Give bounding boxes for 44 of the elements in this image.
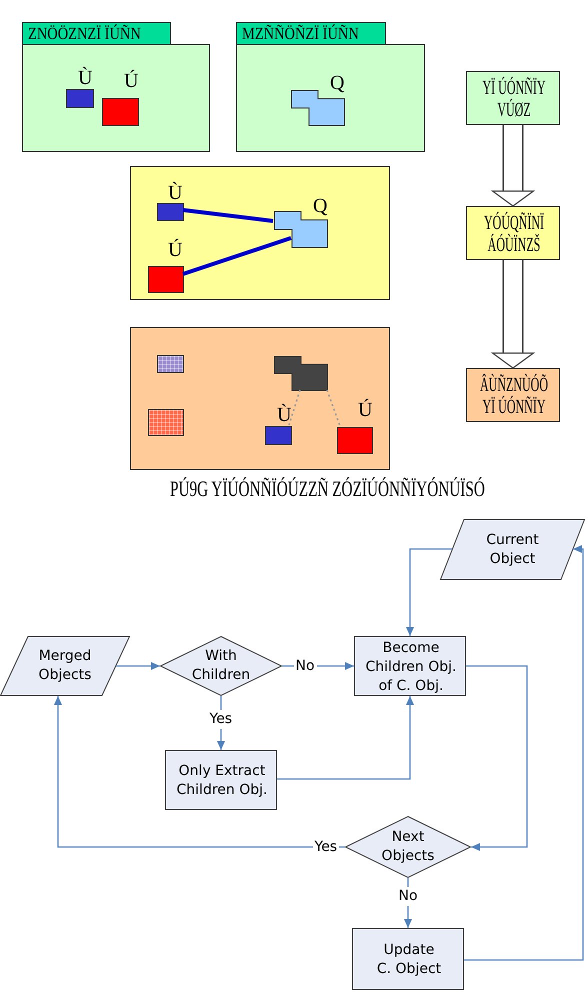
panel [130,166,390,300]
block-arrow [492,260,534,369]
shape-label: Ú [168,239,182,261]
node-label: Current Object [485,530,540,568]
panel-title: ZNÖÖZNZÏ ÏÚÑN [28,24,141,42]
node-label: Next Objects [380,828,436,866]
step-box [466,71,560,125]
panel-title: MZÑÑÖÑZÏ ÏÚÑN [242,24,359,42]
arrow [466,665,528,852]
step-label: ÂÙÑZNÙÓÕ YÏ ÚÓNÑÏY [479,374,549,418]
shape-label: Q [313,195,328,217]
step-label: YÓÚQÑÏNÏ ÁÓÙÏNZŠ [483,212,545,256]
arrow [277,696,414,780]
step-label: YÏ ÚÓNÑÏY VÚØZ [482,77,546,121]
shape-label: Ù [168,182,182,204]
shape-label: Q [330,72,344,94]
arrow [406,548,452,636]
shape-label: Ù [78,67,92,89]
arrow [404,878,412,928]
arrow [116,662,160,670]
dotted-line [326,390,341,426]
connector-line [182,208,274,223]
process-box [354,636,466,696]
node-label: Only Extract Children Obj. [176,762,268,800]
figure-caption: PÚ9G YÏÚÓNÑÏÓÚZZÑ ZÓZÏÚÓNÑÏYÓNÚÏSÓ [170,477,484,501]
step-box [466,368,560,422]
node-label: Become Children Obj. of C. Obj. [364,638,458,696]
block-arrow [492,125,534,207]
dotted-line [288,390,301,426]
arrow [464,544,584,961]
process-box [165,750,277,810]
shape-label: Ú [124,70,138,92]
node-label: Merged Objects [38,647,92,685]
node-label: With Children [190,647,252,685]
process-box [352,928,464,990]
edge-label: No [396,886,420,906]
panel [130,327,390,470]
shape-label: Ù [277,404,292,426]
shape-label: Ú [358,399,372,421]
connector-line [182,236,292,276]
step-box [466,206,560,260]
arrow [54,696,345,848]
edge-label: Yes [208,710,234,728]
node-label: Update C. Object [376,941,442,979]
